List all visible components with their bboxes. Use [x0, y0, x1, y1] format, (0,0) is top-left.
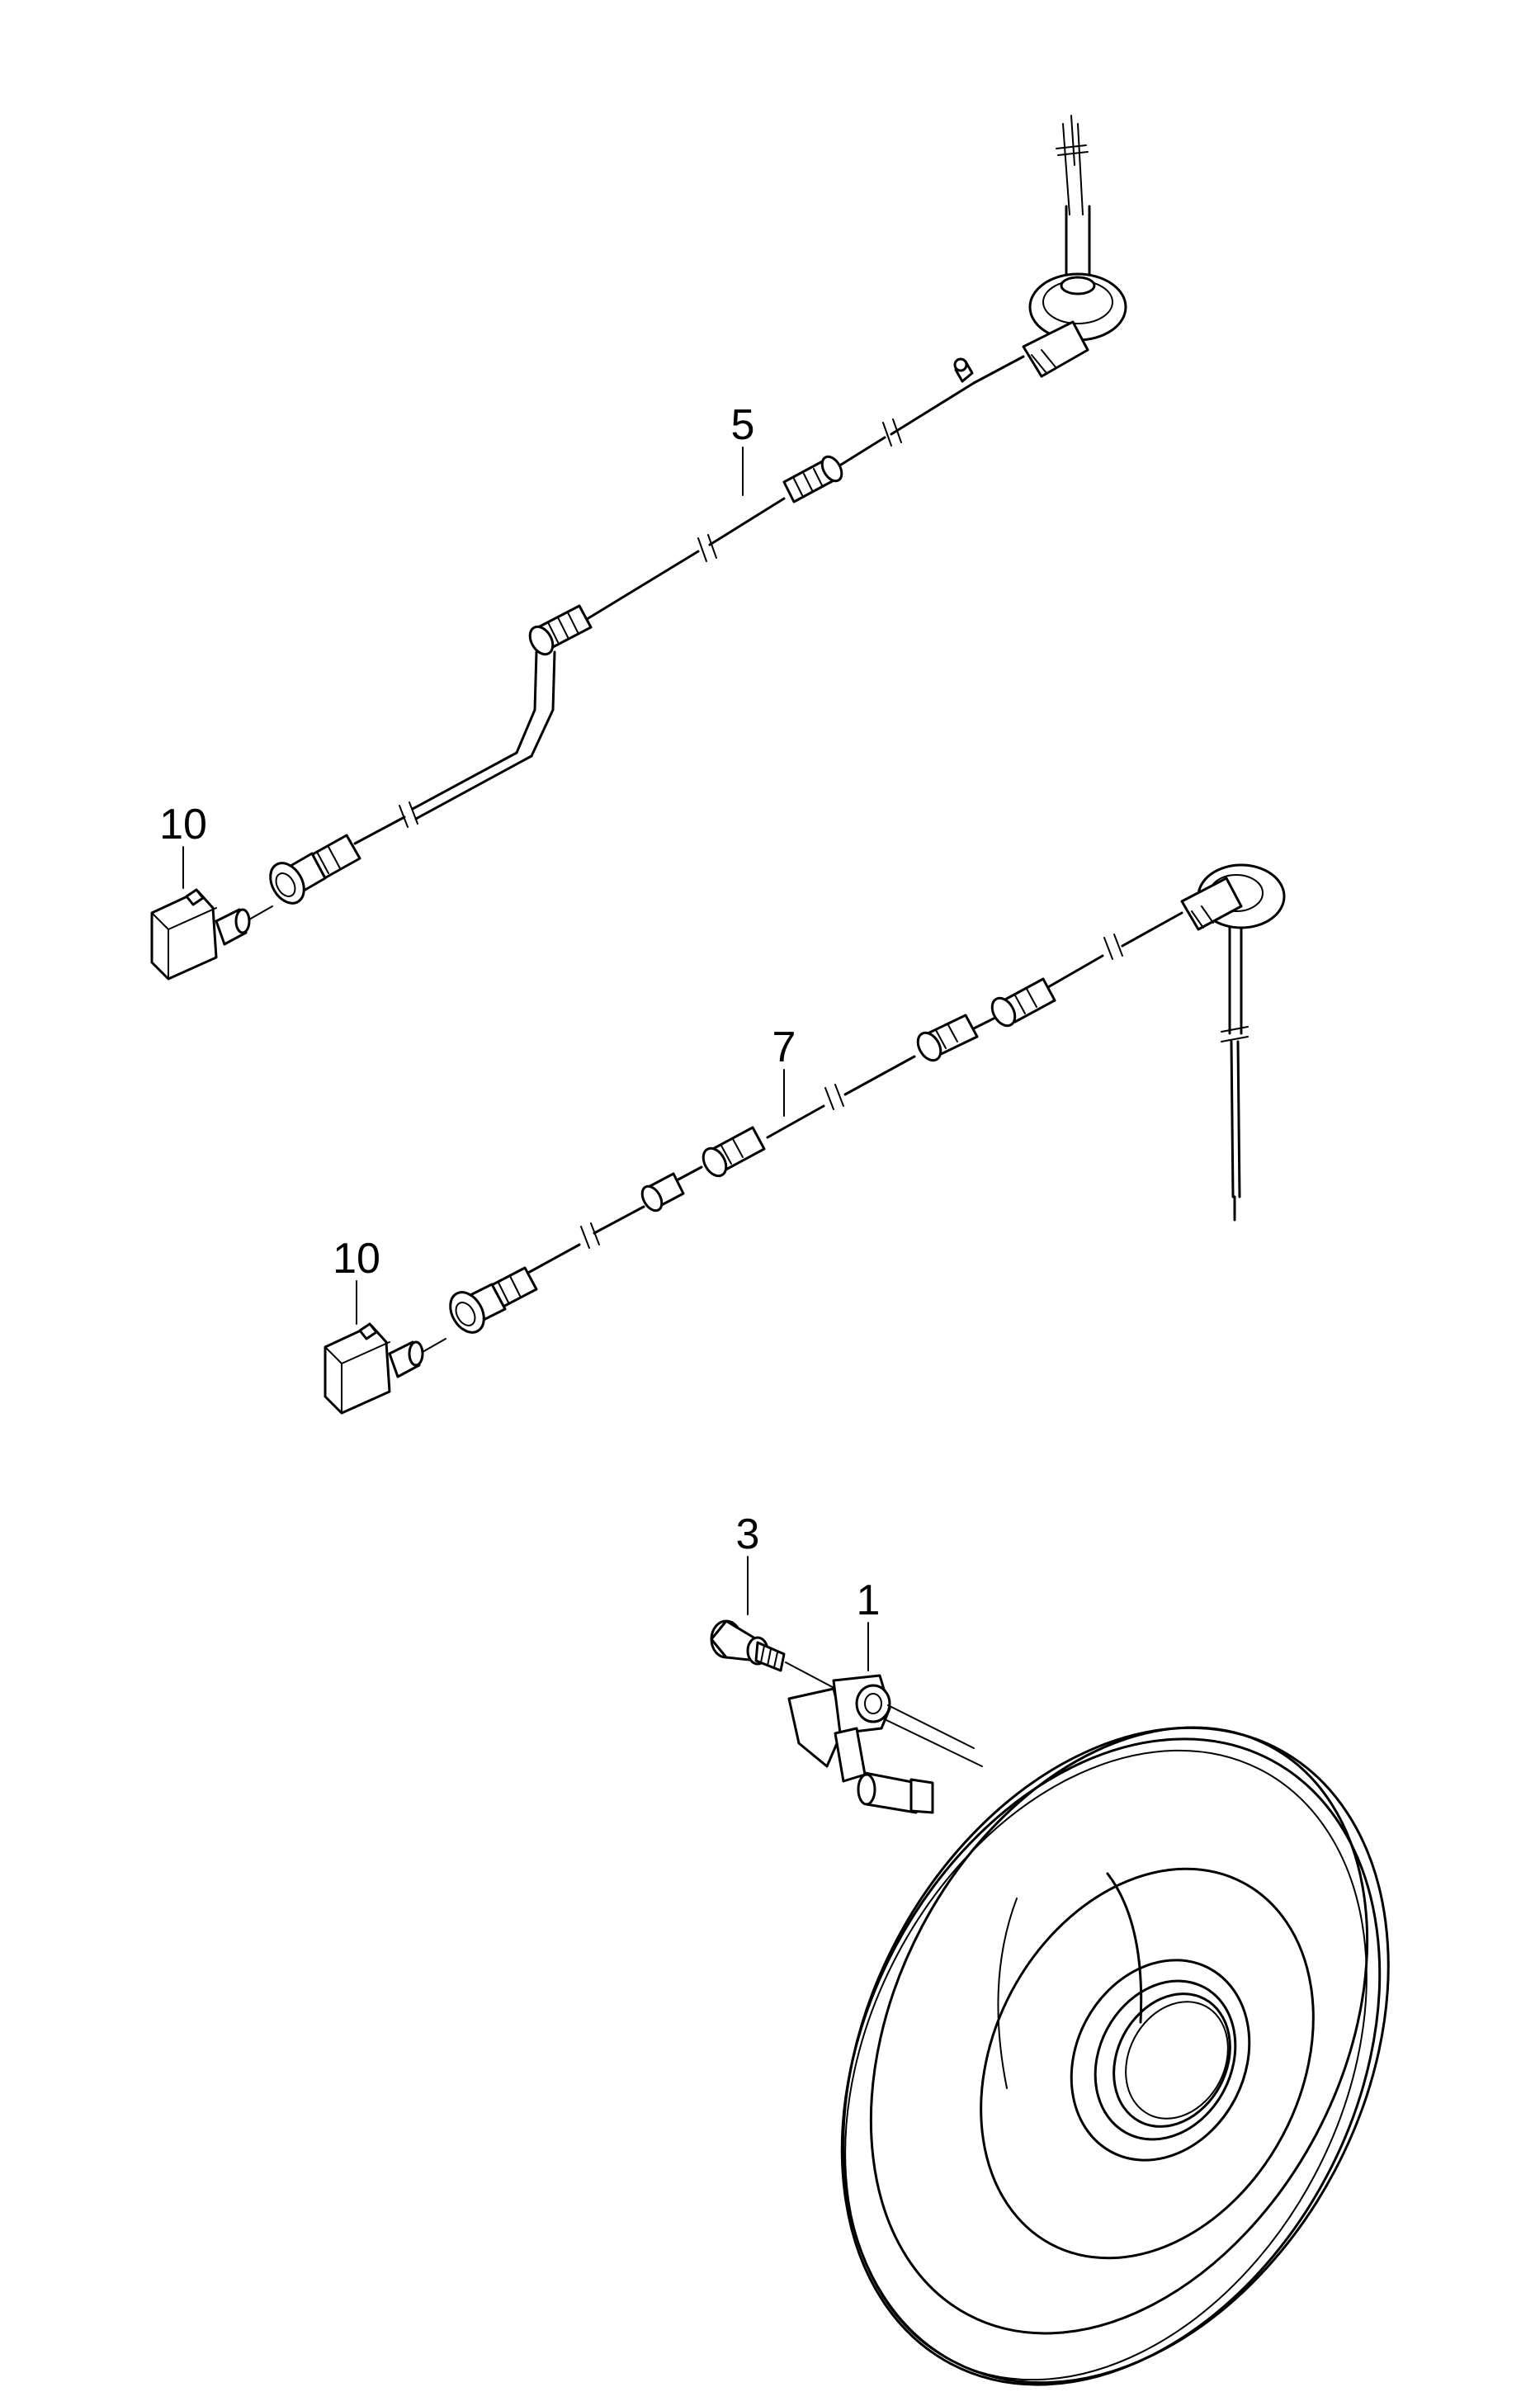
- connector-housing-lower: [324, 1322, 446, 1415]
- callout-5: 5: [731, 401, 755, 449]
- callout-3: 3: [736, 1510, 760, 1558]
- bolt: [710, 1619, 843, 1693]
- callout-7: 7: [772, 1023, 796, 1071]
- connector-housing-upper: [150, 888, 273, 981]
- wire-harness-7: [449, 863, 1286, 1334]
- callout-leaders: [182, 447, 869, 1671]
- callout-10-upper: 10: [159, 801, 207, 848]
- callout-10-lower: 10: [333, 1235, 380, 1283]
- brake-disc: [840, 1726, 1390, 2386]
- wire-harness-5: [269, 115, 1127, 905]
- callout-1: 1: [857, 1576, 881, 1624]
- speed-sensor: [787, 1674, 983, 1814]
